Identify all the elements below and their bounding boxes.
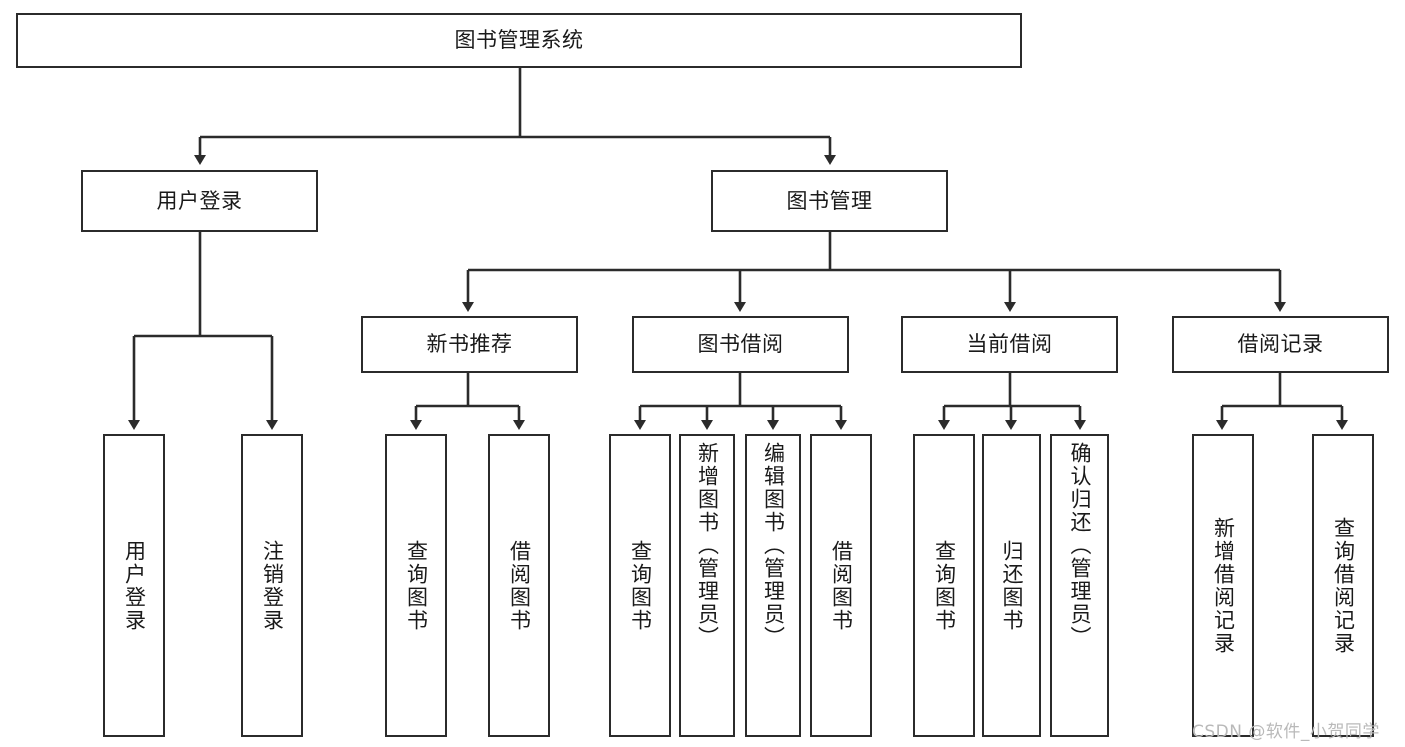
leaf-borrow-book-1[interactable]: 借阅图书 xyxy=(488,434,550,737)
node-book-manage[interactable]: 图书管理 xyxy=(711,170,948,232)
node-root-label: 图书管理系统 xyxy=(454,28,584,52)
leaf-confirm-return[interactable]: 确认归还（管理员） xyxy=(1050,434,1109,737)
node-current-borrow-label: 当前借阅 xyxy=(966,332,1053,356)
leaf-add-book[interactable]: 新增图书（管理员） xyxy=(679,434,735,737)
watermark: CSDN @软件_小贺同学 xyxy=(1192,722,1380,742)
node-book-manage-label: 图书管理 xyxy=(786,188,873,213)
leaf-edit-book-label: 编辑图书（管理员） xyxy=(761,442,786,649)
leaf-query-book-2-label: 查询图书 xyxy=(628,539,653,632)
leaf-borrow-book-2[interactable]: 借阅图书 xyxy=(810,434,872,737)
node-user-login-label: 用户登录 xyxy=(156,188,243,213)
node-borrow-record-label: 借阅记录 xyxy=(1237,332,1324,356)
leaf-query-record-label: 查询借阅记录 xyxy=(1331,516,1356,655)
leaf-return-book[interactable]: 归还图书 xyxy=(982,434,1041,737)
leaf-query-book-1-label: 查询图书 xyxy=(404,539,429,632)
leaf-user-login-label: 用户登录 xyxy=(122,539,147,632)
node-book-borrow[interactable]: 图书借阅 xyxy=(632,316,849,373)
leaf-query-record[interactable]: 查询借阅记录 xyxy=(1312,434,1374,737)
leaf-user-login[interactable]: 用户登录 xyxy=(103,434,165,737)
leaf-add-book-label: 新增图书（管理员） xyxy=(695,442,720,649)
node-root[interactable]: 图书管理系统 xyxy=(16,13,1022,68)
leaf-edit-book[interactable]: 编辑图书（管理员） xyxy=(745,434,801,737)
leaf-add-record-label: 新增借阅记录 xyxy=(1211,516,1236,655)
node-new-book-rec-label: 新书推荐 xyxy=(426,332,513,356)
leaf-borrow-book-2-label: 借阅图书 xyxy=(829,539,854,632)
leaf-add-record[interactable]: 新增借阅记录 xyxy=(1192,434,1254,737)
node-book-borrow-label: 图书借阅 xyxy=(697,332,784,356)
leaf-query-book-3[interactable]: 查询图书 xyxy=(913,434,975,737)
node-user-login[interactable]: 用户登录 xyxy=(81,170,318,232)
leaf-query-book-3-label: 查询图书 xyxy=(932,539,957,632)
leaf-query-book-2[interactable]: 查询图书 xyxy=(609,434,671,737)
leaf-user-logout[interactable]: 注销登录 xyxy=(241,434,303,737)
node-borrow-record[interactable]: 借阅记录 xyxy=(1172,316,1389,373)
leaf-query-book-1[interactable]: 查询图书 xyxy=(385,434,447,737)
leaf-borrow-book-1-label: 借阅图书 xyxy=(507,539,532,632)
leaf-user-logout-label: 注销登录 xyxy=(260,539,285,632)
leaf-confirm-return-label: 确认归还（管理员） xyxy=(1068,442,1092,649)
leaf-return-book-label: 归还图书 xyxy=(1000,539,1024,632)
node-new-book-rec[interactable]: 新书推荐 xyxy=(361,316,578,373)
node-current-borrow[interactable]: 当前借阅 xyxy=(901,316,1118,373)
